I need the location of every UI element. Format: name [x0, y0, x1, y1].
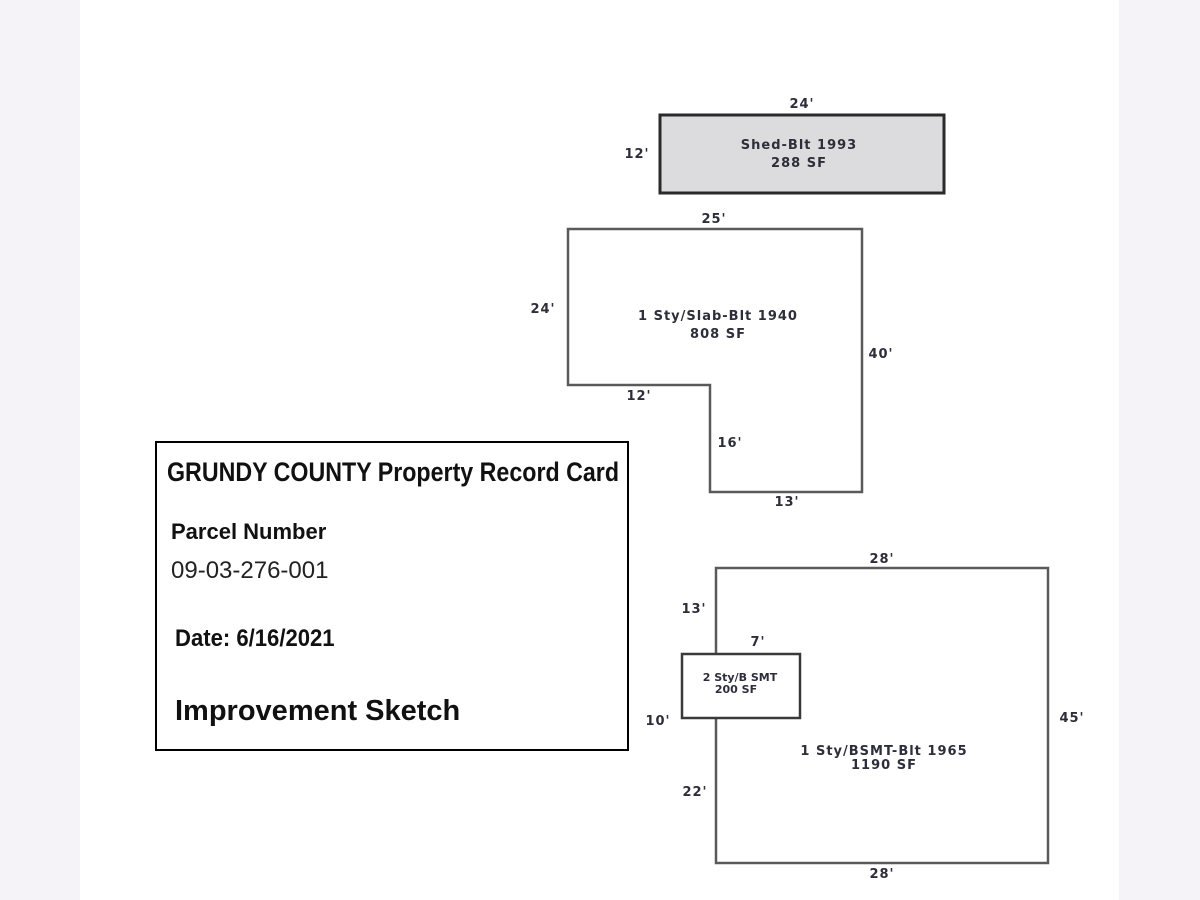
house-1940-dim-bottom: 13' [774, 495, 799, 510]
house-1940-dim-right: 40' [868, 347, 893, 362]
shed-outline [658, 113, 946, 195]
shed-dim-top: 24' [789, 97, 814, 112]
shed-label: Shed-Blt 1993 [741, 138, 857, 153]
addition-2sty-outline [680, 652, 802, 720]
house-1940-dim-left: 24' [530, 302, 555, 317]
house-1965-dim-top: 28' [869, 552, 894, 567]
house-1965-dim-left-lower: 22' [682, 785, 707, 800]
house-1940-dim-inner-side: 16' [717, 436, 742, 451]
section-title: Improvement Sketch [175, 695, 461, 727]
parcel-number-value: 09-03-276-001 [171, 557, 329, 584]
addition-2sty-dim-top: 7' [750, 635, 765, 650]
record-date: Date: 6/16/2021 [175, 625, 335, 652]
house-1965-dim-left-upper: 13' [681, 602, 706, 617]
house-1940-structure: 1 Sty/Slab-Blt 1940 808 SF 25' 24' 40' 1… [530, 212, 893, 510]
house-1965-dim-bottom: 28' [869, 867, 894, 882]
shed-structure: Shed-Blt 1993 288 SF 24' 12' [624, 97, 946, 195]
house-1940-label: 1 Sty/Slab-Blt 1940 [638, 309, 798, 324]
addition-2sty-area: 200 SF [715, 683, 757, 696]
house-1940-outline [566, 227, 864, 494]
house-1965-label: 1 Sty/BSMT-Blt 1965 [800, 744, 967, 759]
house-1965-area: 1190 SF [851, 758, 917, 773]
house-1940-dim-inner-bottom: 12' [626, 389, 651, 404]
house-1940-dim-top: 25' [701, 212, 726, 227]
addition-2sty-structure: 2 Sty/B SMT 200 SF 7' 10' [645, 635, 802, 729]
property-record-card: GRUNDY COUNTY Property Record Card Parce… [155, 441, 629, 751]
house-1940-area: 808 SF [690, 327, 746, 342]
shed-dim-left: 12' [624, 147, 649, 162]
shed-area: 288 SF [771, 156, 827, 171]
house-1965-dim-right: 45' [1059, 711, 1084, 726]
addition-2sty-label: 2 Sty/B SMT [703, 671, 778, 684]
addition-2sty-dim-left: 10' [645, 714, 670, 729]
card-title: GRUNDY COUNTY Property Record Card [167, 457, 620, 487]
parcel-number-label: Parcel Number [171, 519, 327, 544]
